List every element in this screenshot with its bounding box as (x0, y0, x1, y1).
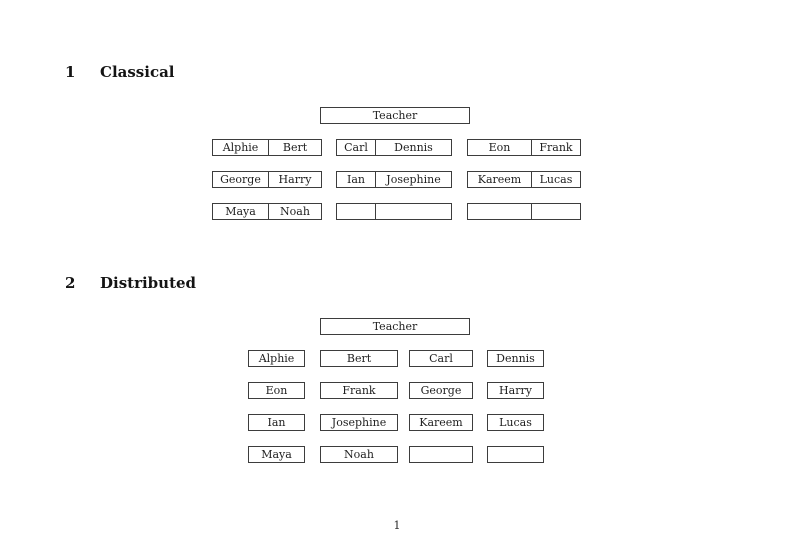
section-title-classical: Classical (100, 63, 175, 81)
seat-box: Dennis (487, 350, 544, 367)
seat-box: Josephine (320, 414, 398, 431)
seat-cell: Maya (213, 204, 269, 219)
page-number: 1 (393, 519, 401, 532)
teacher-box-distributed: Teacher (320, 318, 470, 335)
desk (336, 203, 452, 220)
seat-box: Alphie (248, 350, 305, 367)
teacher-box-classical: Teacher (320, 107, 470, 124)
seat-cell: George (213, 172, 269, 187)
seat-box: Ian (248, 414, 305, 431)
seat-box: Maya (248, 446, 305, 463)
seat-box (487, 446, 544, 463)
desk: Carl Dennis (336, 139, 452, 156)
seat-cell: Eon (468, 140, 532, 155)
section-number-distributed: 2 (65, 274, 76, 292)
seat-cell: Frank (539, 141, 573, 154)
desk: Ian Josephine (336, 171, 452, 188)
desk: Kareem Lucas (467, 171, 581, 188)
seat-cell: Dennis (394, 141, 433, 154)
desk: Eon Frank (467, 139, 581, 156)
seat-box: Carl (409, 350, 473, 367)
seat-cell: Kareem (468, 172, 532, 187)
seat-cell: Bert (282, 141, 308, 154)
desk: George Harry (212, 171, 322, 188)
seat-box: Harry (487, 382, 544, 399)
seat-cell: Lucas (539, 173, 573, 186)
seat-cell: Alphie (213, 140, 269, 155)
desk (467, 203, 581, 220)
seat-box: Eon (248, 382, 305, 399)
seat-box: Lucas (487, 414, 544, 431)
seat-cell (468, 204, 532, 219)
seat-box: Noah (320, 446, 398, 463)
seat-box: George (409, 382, 473, 399)
seat-box: Bert (320, 350, 398, 367)
section-title-distributed: Distributed (100, 274, 197, 292)
seat-cell (337, 204, 376, 219)
seat-box: Frank (320, 382, 398, 399)
desk: Alphie Bert (212, 139, 322, 156)
seat-box: Kareem (409, 414, 473, 431)
seat-cell (532, 204, 580, 219)
seat-cell: Harry (278, 173, 312, 186)
seat-box (409, 446, 473, 463)
desk: Maya Noah (212, 203, 322, 220)
seat-cell (376, 204, 451, 219)
seat-cell: Josephine (386, 173, 441, 186)
seat-cell: Noah (280, 205, 310, 218)
section-number-classical: 1 (65, 63, 76, 81)
seat-cell: Ian (337, 172, 376, 187)
seat-cell: Carl (337, 140, 376, 155)
